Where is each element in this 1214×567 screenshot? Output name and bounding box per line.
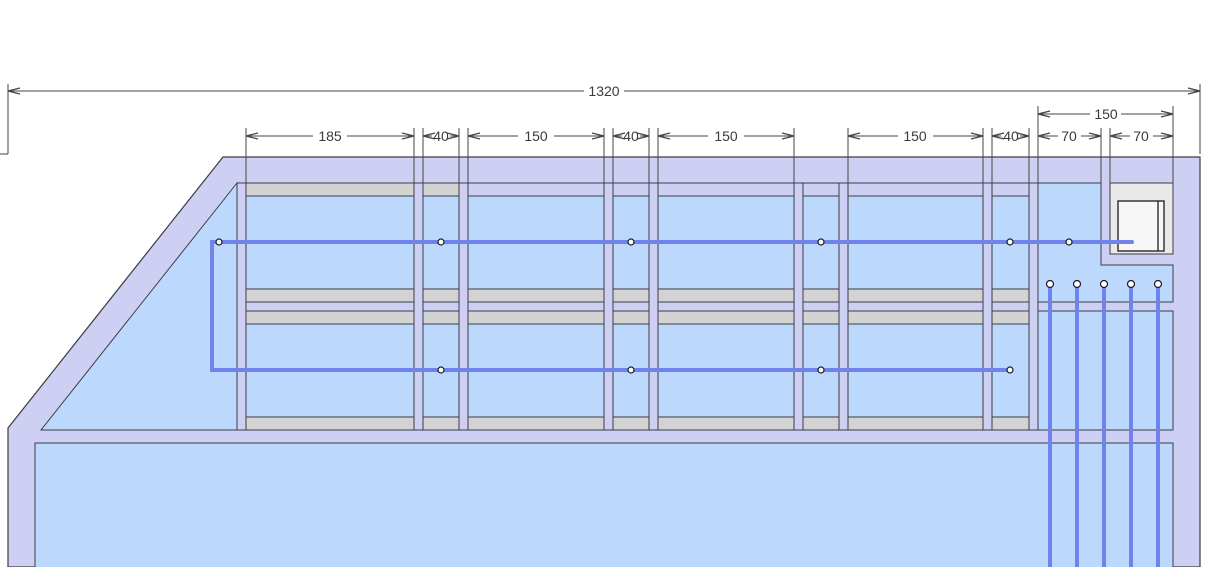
dim-label: 70 bbox=[1061, 128, 1077, 144]
dim-segment: 150 bbox=[467, 128, 605, 144]
joist bbox=[982, 182, 993, 431]
rail-bottom bbox=[245, 416, 1030, 431]
dim-right-group: 150 bbox=[1037, 106, 1174, 122]
inner-slanted-zone bbox=[39, 181, 238, 431]
bottom-zone bbox=[34, 442, 1174, 567]
pipe-node bbox=[437, 366, 445, 374]
pipe-node bbox=[817, 238, 825, 246]
dim-segment: 150 bbox=[847, 128, 984, 144]
pipe-node bbox=[1126, 279, 1136, 289]
pipe-node bbox=[1006, 366, 1014, 374]
pipe-node bbox=[1065, 238, 1073, 246]
pipe-node bbox=[1099, 279, 1109, 289]
dim-overall: 1320 bbox=[7, 83, 1201, 99]
dim-segment: 150 bbox=[657, 128, 795, 144]
pipe-upper-run bbox=[210, 240, 1134, 372]
dim-segment: 40 bbox=[422, 128, 460, 144]
dim-label: 70 bbox=[1133, 128, 1149, 144]
dim-label: 150 bbox=[903, 128, 927, 144]
joist bbox=[458, 182, 469, 431]
joist bbox=[413, 182, 424, 431]
joist bbox=[1028, 182, 1039, 431]
pipe-node bbox=[627, 238, 635, 246]
pipe-node bbox=[1153, 279, 1163, 289]
dim-label: 150 bbox=[714, 128, 738, 144]
joist bbox=[793, 182, 804, 431]
pipe-node bbox=[1072, 279, 1082, 289]
heating-pipes bbox=[210, 240, 1160, 567]
rail-top bbox=[245, 182, 461, 197]
joist bbox=[648, 182, 659, 431]
rail-mid-lower bbox=[245, 310, 1030, 325]
pipe-nodes bbox=[215, 238, 1163, 374]
joists bbox=[236, 182, 1039, 431]
joist bbox=[838, 182, 849, 431]
dim-overall-label: 1320 bbox=[588, 83, 619, 99]
dim-segment: 70 bbox=[1109, 128, 1174, 144]
pipe-node bbox=[1006, 238, 1014, 246]
pipe-node bbox=[627, 366, 635, 374]
dim-label: 40 bbox=[433, 128, 449, 144]
dim-label: 40 bbox=[623, 128, 639, 144]
dim-label: 150 bbox=[524, 128, 548, 144]
pipe-node bbox=[817, 366, 825, 374]
pipe-node bbox=[1045, 279, 1055, 289]
dim-label: 40 bbox=[1003, 128, 1019, 144]
rail-mid-upper bbox=[245, 288, 1030, 303]
joist bbox=[236, 182, 247, 431]
dim-segment: 40 bbox=[991, 128, 1030, 144]
dim-segment: 70 bbox=[1037, 128, 1102, 144]
dim-segment: 185 bbox=[245, 128, 415, 144]
pipe-node bbox=[215, 238, 223, 246]
dim-segment: 40 bbox=[612, 128, 650, 144]
pipe-node bbox=[437, 238, 445, 246]
dim-label: 185 bbox=[318, 128, 342, 144]
joist bbox=[603, 182, 614, 431]
dim-right-group-label: 150 bbox=[1094, 106, 1118, 122]
